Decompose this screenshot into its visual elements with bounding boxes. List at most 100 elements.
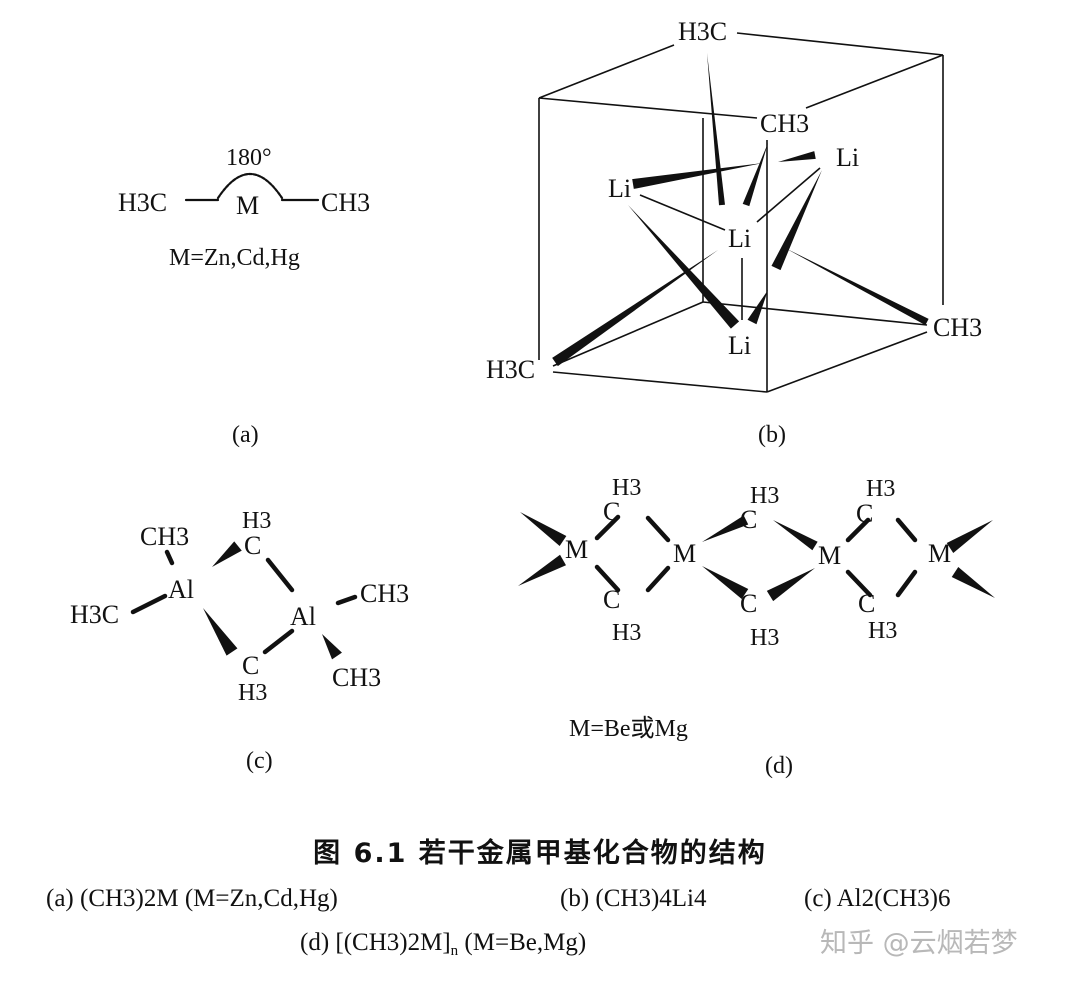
methyl-right-label: CH3	[321, 188, 370, 217]
wedge-bond	[778, 151, 816, 162]
methyl-mid-label: CH3	[760, 109, 809, 138]
wedge-bond	[518, 554, 567, 586]
metal-note: M=Zn,Cd,Hg	[169, 245, 300, 271]
panel-a-tag: (a)	[232, 422, 259, 448]
caption-item-b: (b) (CH3)4Li4	[560, 885, 707, 912]
caption-title: 图 6.1 若干金属甲基化合物的结构	[313, 837, 767, 869]
methyl-top-label: H3C	[678, 17, 727, 46]
panel-d-tag: (d)	[765, 753, 793, 779]
wedge-bond	[203, 608, 238, 656]
metal-label: M	[818, 541, 841, 570]
caption-d-condition: (M=Be,Mg)	[458, 929, 586, 956]
wedge-bond	[702, 515, 749, 542]
hydrogen-label: H3	[612, 475, 641, 501]
methyl-right-label: CH3	[360, 579, 409, 608]
panel-a-dimethyl-metal: H3C M CH3 180° M=Zn,Cd,Hg (a)	[118, 145, 370, 448]
hydrogen-label: H3	[612, 620, 641, 646]
methyl-left-label: H3C	[70, 600, 119, 629]
methyl-right-label: CH3	[933, 313, 982, 342]
carbon-label: C	[856, 499, 873, 528]
wedge-bond	[747, 290, 768, 325]
wedge-bond	[702, 566, 749, 600]
bond	[265, 557, 295, 593]
al-right-label: Al	[290, 602, 316, 631]
li-li-bond	[756, 167, 821, 223]
carbon-label: C	[603, 497, 620, 526]
panel-c-trimethylaluminium-dimer: Al Al CH3 H3C CH3 CH3 H3 C C H3 (c)	[70, 508, 409, 774]
bond	[645, 515, 671, 543]
panel-b-tag: (b)	[758, 422, 786, 448]
carbon-label: C	[740, 505, 757, 534]
metal-label: M	[565, 535, 588, 564]
wedge-bond	[785, 248, 929, 326]
cube-edge	[805, 54, 944, 109]
metal-note: M=Be或Mg	[569, 715, 688, 742]
caption-item-d: (d) [(CH3)2M]n (M=Be,Mg)	[300, 929, 586, 959]
watermark: 知乎 @云烟若梦	[820, 928, 1018, 959]
bond	[845, 517, 871, 543]
hydrogen-label: H3	[750, 483, 779, 509]
wedge-bond	[707, 53, 725, 206]
caption-item-c: (c) Al2(CH3)6	[804, 885, 951, 912]
bridge-top-carbon: C	[244, 531, 261, 560]
bond	[164, 549, 175, 566]
bridge-bottom-hydrogen: H3	[238, 680, 267, 706]
al-left-label: Al	[168, 575, 194, 604]
wedge-bond	[628, 205, 740, 329]
methyl-bottom-label: H3C	[486, 355, 535, 384]
cube-edge	[736, 32, 944, 56]
methyl-left-label: H3C	[118, 188, 167, 217]
bond	[845, 569, 873, 598]
wedge-bond	[552, 250, 718, 367]
hydrogen-label: H3	[750, 625, 779, 651]
cube-edge	[766, 331, 928, 393]
wedge-bond	[771, 170, 822, 271]
figure-caption: 图 6.1 若干金属甲基化合物的结构 (a) (CH3)2M (M=Zn,Cd,…	[46, 837, 1018, 959]
li-center-label: Li	[728, 224, 751, 253]
metal-label: M	[236, 191, 259, 220]
bond	[594, 514, 621, 541]
methyl-top-label: CH3	[140, 522, 189, 551]
panel-c-tag: (c)	[246, 748, 273, 774]
wedge-bond	[520, 512, 567, 546]
bond	[335, 594, 358, 606]
bridge-top-hydrogen: H3	[242, 508, 271, 534]
bond	[895, 517, 918, 543]
caption-item-a: (a) (CH3)2M (M=Zn,Cd,Hg)	[46, 885, 338, 912]
bond	[262, 628, 295, 655]
wedge-bond	[322, 634, 342, 660]
methyl-bottom-label: CH3	[332, 663, 381, 692]
bond	[594, 564, 621, 593]
bond-angle-label: 180°	[226, 145, 272, 171]
li-li-bond	[639, 194, 726, 231]
cube-edge	[702, 301, 928, 326]
carbon-label: C	[603, 585, 620, 614]
cube-edge	[538, 44, 675, 99]
caption-d-subscript: n	[451, 943, 459, 959]
bond	[645, 565, 671, 593]
hydrogen-label: H3	[866, 476, 895, 502]
li-left-label: Li	[608, 174, 631, 203]
metal-label: M	[673, 539, 696, 568]
cube-edge	[552, 301, 704, 367]
wedge-bond	[742, 143, 768, 207]
wedge-bond	[766, 568, 815, 602]
panel-b-methyllithium-tetramer: H3C CH3 Li Li Li Li CH3 H3C (b)	[486, 17, 982, 448]
carbon-label: C	[740, 589, 757, 618]
cube-edge	[538, 97, 758, 119]
wedge-bond	[632, 163, 763, 189]
bond	[130, 593, 168, 615]
li-bottom-label: Li	[728, 331, 751, 360]
bond-angle-arc	[216, 172, 284, 200]
cube-edge	[552, 371, 768, 393]
bridge-bottom-carbon: C	[242, 651, 259, 680]
wedge-bond	[951, 566, 995, 598]
wedge-bond	[212, 541, 242, 567]
wedge-bond	[773, 520, 818, 551]
hydrogen-label: H3	[868, 618, 897, 644]
li-right-label: Li	[836, 143, 859, 172]
carbon-label: C	[858, 589, 875, 618]
metal-label: M	[928, 539, 951, 568]
